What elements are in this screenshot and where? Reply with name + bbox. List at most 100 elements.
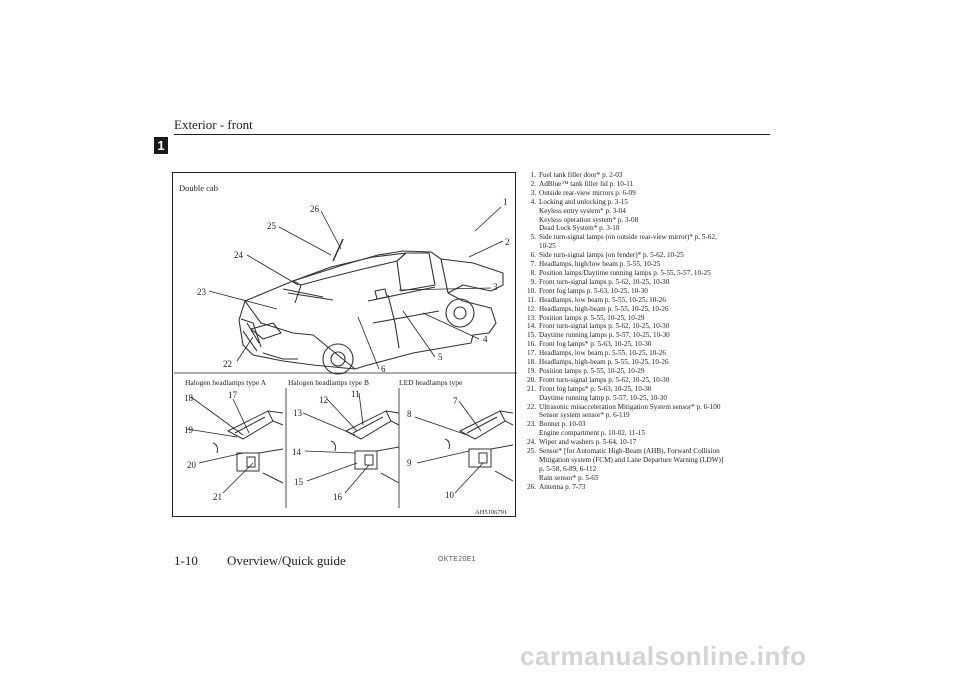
legend-item: 14.Front turn-signal lamps p. 5-62, 10-2… — [525, 322, 775, 331]
legend-item-number: 5. — [530, 233, 536, 242]
legend-item-line: Antenna p. 7-73 — [539, 482, 586, 491]
legend-item-line: Sensor system sensor* p. 6-119 — [539, 411, 630, 420]
callout-13: 13 — [293, 408, 303, 418]
legend-item: 16.Front fog lamps* p. 5-63, 10-25, 10-3… — [525, 340, 775, 349]
legend-item-line: Engine compartment p. 10-02, 11-15 — [539, 429, 645, 438]
legend-item-line: Fuel tank filler door* p. 2-03 — [539, 171, 623, 179]
legend-item-line: Outside rear-view mirrors p. 6-09 — [539, 188, 636, 197]
legend-item: 9.Front turn-signal lamps p. 5-62, 10-25… — [525, 278, 775, 287]
legend-item-line: Keyless entry system* p. 3-04 — [539, 206, 626, 215]
main-callouts: 1 2 3 4 5 6 22 23 24 25 26 — [197, 197, 510, 374]
legend-item: 19.Position lamps p. 5-55, 10-25, 10-29 — [525, 367, 775, 376]
main-leader-lines — [208, 206, 504, 370]
panel-label-type-b: Halogen headlamps type B — [288, 378, 369, 387]
legend-item-number: 10. — [527, 286, 536, 295]
legend-item-line: Front turn-signal lamps p. 5-62, 10-25, … — [539, 277, 670, 286]
callout-25: 25 — [267, 221, 277, 231]
legend-item-line: Keyless operation system* p. 3-08 — [539, 215, 639, 224]
legend-item-line: Front turn-signal lamps p. 5-62, 10-25, … — [539, 375, 670, 384]
figure-title: Double cab — [179, 183, 218, 193]
callout-9: 9 — [407, 458, 412, 468]
callout-19: 19 — [184, 425, 194, 435]
legend-item-number: 20. — [527, 375, 536, 384]
callout-18: 18 — [184, 393, 194, 403]
legend-item: 24.Wiper and washers p. 5-64, 10-17 — [525, 438, 775, 447]
legend-item-line: Position lamps/Daytime running lamps p. … — [539, 268, 711, 277]
panel-callouts: 17 18 19 20 21 11 12 13 14 15 16 7 8 9 1… — [184, 389, 458, 502]
legend-item-number: 7. — [530, 260, 536, 269]
legend-item-number: 3. — [530, 188, 536, 197]
callout-8: 8 — [407, 409, 412, 419]
legend-item-number: 9. — [530, 277, 536, 286]
legend-item-line: Position lamps p. 5-55, 10-25, 10-29 — [539, 366, 645, 375]
header-rule — [174, 134, 770, 135]
legend-item-line: Headlamps, low beam p. 5-55, 10-25, 10-2… — [539, 295, 666, 304]
legend-item: 26.Antenna p. 7-73 — [525, 483, 775, 492]
legend-item: 20.Front turn-signal lamps p. 5-62, 10-2… — [525, 376, 775, 385]
legend-item-line: Mitigation system (FCM) and Lane Departu… — [539, 456, 724, 464]
callout-11: 11 — [351, 389, 360, 399]
legend-item-number: 16. — [527, 340, 536, 349]
vehicle-figure: Double cab 1 2 3 4 5 6 22 23 24 25 26 Ha… — [172, 172, 517, 517]
legend-item-line: Ultrasonic misacceleration Mitigation Sy… — [539, 402, 721, 411]
legend-item: 15.Daytime running lamps p. 5-57, 10-25,… — [525, 331, 775, 340]
panel-label-type-a: Halogen headlamps type A — [185, 378, 267, 387]
legend-item-number: 22. — [527, 402, 536, 411]
callout-17: 17 — [228, 390, 238, 400]
legend-item: 2.AdBlue™ tank filler lid p. 10-11 — [525, 180, 775, 189]
callout-21: 21 — [213, 492, 222, 502]
watermark: carmanualsonline.info — [520, 641, 807, 671]
legend-item-line: Headlamps, low beam p. 5-55, 10-25, 10-2… — [539, 349, 666, 358]
legend-item-line: Locking and unlocking p. 3-15 — [539, 197, 628, 206]
legend-item-number: 26. — [527, 482, 536, 491]
callout-16: 16 — [333, 492, 343, 502]
callout-2: 2 — [505, 237, 510, 247]
legend-item-line: 10-25 — [539, 242, 556, 251]
callout-3: 3 — [493, 282, 498, 292]
callout-5: 5 — [438, 352, 443, 362]
legend-item: 12.Headlamps, high-beam p. 5-55, 10-25, … — [525, 305, 775, 314]
legend-item-line: p. 5-58, 6-89, 6-112 — [539, 464, 597, 473]
legend-item-line: Front fog lamps* p. 5-63, 10-25, 10-30 — [539, 384, 652, 393]
legend-item: 17.Headlamps, low beam p. 5-55, 10-25, 1… — [525, 349, 775, 358]
legend-item-line: Position lamps p. 5-55, 10-25, 10-29 — [539, 313, 645, 322]
callout-10: 10 — [445, 490, 455, 500]
legend-item-line: Front fog lamps p. 5-63, 10-25, 10-30 — [539, 286, 648, 295]
legend-item-line: Side turn-signal lamps (on outside rear-… — [539, 233, 717, 242]
legend-item: 13.Position lamps p. 5-55, 10-25, 10-29 — [525, 314, 775, 323]
legend-item-line: Dead Lock System* p. 3-18 — [539, 224, 620, 233]
legend-item-line: Side turn-signal lamps (on fender)* p. 5… — [539, 251, 684, 260]
callout-23: 23 — [197, 287, 207, 297]
vehicle-illustration: Double cab 1 2 3 4 5 6 22 23 24 25 26 Ha… — [174, 183, 517, 516]
legend-item: 8.Position lamps/Daytime running lamps p… — [525, 269, 775, 278]
legend-item-number: 21. — [527, 384, 536, 393]
page-number: 1-10 — [174, 553, 198, 568]
legend-item-number: 8. — [530, 268, 536, 277]
panel-leader-lines — [186, 392, 484, 494]
callout-14: 14 — [292, 447, 302, 457]
panel-label-led: LED headlamps type — [399, 378, 463, 387]
legend-item: 3.Outside rear-view mirrors p. 6-09 — [525, 189, 775, 198]
legend-item-number: 2. — [530, 179, 536, 188]
legend-item-number: 17. — [527, 349, 536, 358]
legend-item-number: 13. — [527, 313, 536, 322]
legend-item-number: 6. — [530, 251, 536, 260]
callout-20: 20 — [187, 460, 197, 470]
legend-item: 21.Front fog lamps* p. 5-63, 10-25, 10-3… — [525, 385, 775, 403]
document-code: OKTE20E1 — [438, 556, 476, 563]
legend-item: 7.Headlamps, high/low beam p. 5-55, 10-2… — [525, 260, 775, 269]
figure-ref-code: AH5106791 — [475, 509, 507, 516]
legend-item-number: 1. — [530, 171, 536, 179]
legend-item-line: Daytime running lamp p. 5-57, 10-25, 10-… — [539, 393, 667, 402]
callout-12: 12 — [319, 395, 328, 405]
legend-item-number: 12. — [527, 304, 536, 313]
callout-15: 15 — [294, 477, 304, 487]
legend-item-line: Headlamps, high/low beam p. 5-55, 10-25 — [539, 260, 661, 269]
legend-item: 6.Side turn-signal lamps (on fender)* p.… — [525, 251, 775, 260]
legend-item-number: 11. — [527, 295, 536, 304]
legend-item: 10.Front fog lamps p. 5-63, 10-25, 10-30 — [525, 287, 775, 296]
callout-22: 22 — [223, 359, 232, 369]
legend-item-line: Headlamps, high-beam p. 5-55, 10-25, 10-… — [539, 358, 669, 367]
legend-item: 22.Ultrasonic misacceleration Mitigation… — [525, 403, 775, 421]
